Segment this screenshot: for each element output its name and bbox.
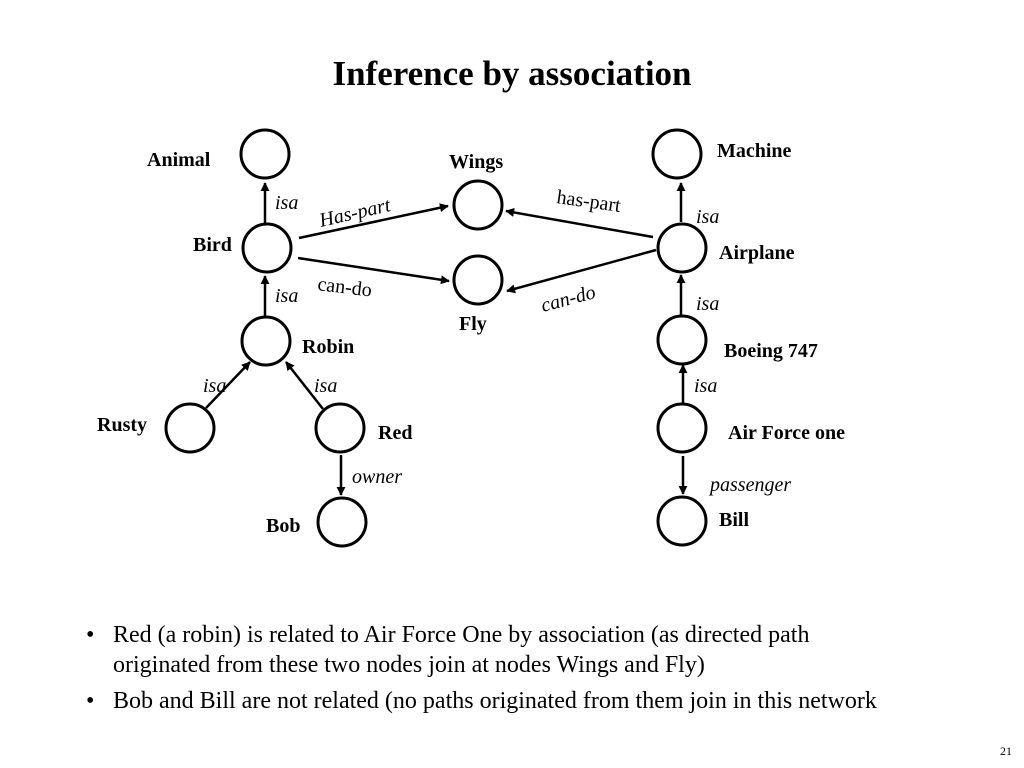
edge-label-airforce-bill: passenger (708, 474, 791, 496)
edge-label-airforce-boeing: isa (694, 375, 717, 397)
edge-label-airplane-machine: isa (696, 206, 719, 228)
node-airforce (656, 402, 708, 454)
node-bob (316, 496, 368, 548)
bullet-text: Red (a robin) is related to Air Force On… (113, 622, 810, 678)
semantic-network-diagram: Animal Bird Robin Rusty Red Bob Wings Fl… (97, 128, 845, 548)
node-fly (452, 254, 504, 306)
node-rusty (164, 402, 216, 454)
page-number: 21 (1000, 744, 1012, 758)
bullet-text: Bob and Bill are not related (no paths o… (113, 688, 877, 714)
node-robin (240, 315, 292, 367)
bullet-marker: • (86, 622, 95, 648)
edge-label-boeing-airplane: isa (696, 293, 719, 315)
node-label-fly: Fly (459, 313, 487, 335)
slide-title: Inference by association (332, 54, 692, 93)
node-label-bird: Bird (193, 234, 232, 256)
node-label-airplane: Airplane (719, 242, 795, 264)
nodes (164, 128, 708, 548)
node-label-rusty: Rusty (97, 414, 147, 436)
node-label-machine: Machine (717, 140, 792, 162)
node-machine (651, 128, 703, 180)
node-bird (241, 222, 293, 274)
node-boeing (656, 314, 708, 366)
edge-label-bird-animal: isa (275, 192, 298, 214)
edge-labels: isa isa isa isa owner Has-part can-do ha… (203, 186, 791, 496)
edge-airplane-fly (506, 248, 657, 294)
edge-rusty-robin (205, 361, 251, 409)
edge-airplane-wings (505, 207, 654, 239)
node-wings (452, 179, 504, 231)
edge-label-robin-bird: isa (275, 285, 298, 307)
edge-label-airplane-fly: can-do (539, 281, 598, 317)
edge-bird-fly (297, 256, 450, 285)
node-label-airforce: Air Force one (728, 422, 845, 444)
edge-label-red-bob: owner (352, 466, 402, 488)
edge-label-red-robin: isa (314, 375, 337, 397)
node-label-bill: Bill (719, 509, 749, 531)
node-label-boeing: Boeing 747 (724, 340, 818, 362)
node-label-animal: Animal (147, 149, 211, 171)
node-airplane (656, 222, 708, 274)
node-label-bob: Bob (266, 515, 300, 537)
node-label-wings: Wings (449, 151, 503, 173)
node-label-robin: Robin (302, 336, 354, 358)
edge-label-airplane-wings: has-part (555, 186, 622, 217)
node-bill (656, 495, 708, 547)
edge-label-bird-fly: can-do (316, 273, 373, 301)
node-labels: Animal Bird Robin Rusty Red Bob Wings Fl… (97, 140, 845, 537)
bullet-item: • Bob and Bill are not related (no paths… (86, 686, 906, 716)
edge-label-rusty-robin: isa (203, 375, 226, 397)
node-animal (239, 128, 291, 180)
edge-bird-wings (298, 203, 449, 240)
edge-red-robin (285, 361, 324, 410)
edges (205, 182, 688, 496)
bullet-list: • Red (a robin) is related to Air Force … (86, 620, 906, 722)
node-red (314, 402, 366, 454)
bullet-marker: • (86, 688, 95, 714)
node-label-red: Red (378, 422, 412, 444)
bullet-item: • Red (a robin) is related to Air Force … (86, 620, 906, 680)
